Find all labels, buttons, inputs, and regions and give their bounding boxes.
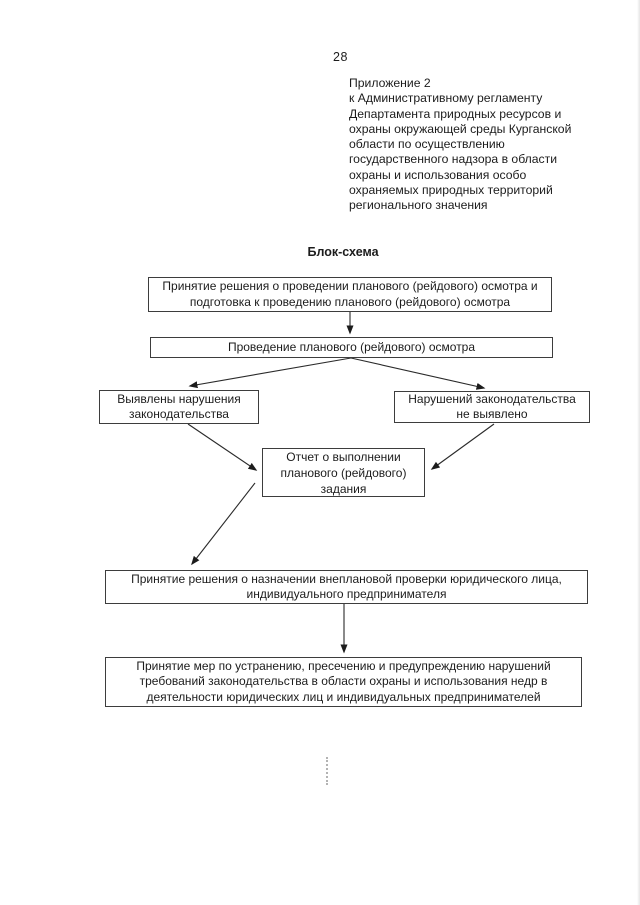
flow-box-unscheduled-check: Принятие решения о назначении внепланово… [105, 570, 588, 604]
appendix-line: охраны окружающей среды Курганской [349, 121, 572, 136]
appendix-line: охраны и использования особо [349, 167, 527, 182]
flow-box-conduct-inspection: Проведение планового (рейдового) осмотра [150, 337, 553, 358]
appendix-line: Департамента природных ресурсов и [349, 106, 562, 121]
flow-box-label: Проведение планового (рейдового) осмотра [227, 339, 476, 354]
appendix-line: охраняемых природных территорий [349, 183, 553, 198]
arrow-noviolations-to-report [430, 423, 495, 470]
flow-box-report: Отчет о выполнении планового (рейдового)… [262, 448, 425, 497]
appendix-line: государственного надзора в области [349, 152, 558, 167]
flow-box-label: Нарушений законодательства не выявлено [408, 391, 576, 422]
flow-box-no-violations: Нарушений законодательства не выявлено [394, 391, 590, 423]
flow-box-label: Принятие решения о назначении внепланово… [131, 571, 562, 602]
appendix-line: области по осуществлению [349, 137, 505, 152]
arrow-report-to-unscheduled [191, 482, 256, 566]
flowchart-title: Блок-схема [307, 245, 379, 259]
page-number: 28 [333, 50, 348, 64]
flow-box-label: Выявлены нарушения законодательства [117, 391, 241, 422]
flow-box-label: Отчет о выполнении планового (рейдового)… [280, 449, 407, 496]
scan-noise-dotted-line [326, 757, 328, 785]
appendix-heading: Приложение 2 к Административному регламе… [349, 76, 599, 214]
appendix-line: регионального значения [349, 198, 488, 213]
arrow-conduct-to-noviolations [350, 357, 486, 390]
appendix-line: к Административному регламенту [349, 91, 543, 106]
flow-box-violations-found: Выявлены нарушения законодательства [99, 390, 259, 424]
arrow-violations-to-report [187, 423, 258, 471]
flow-box-label: Принятие мер по устранению, пресечению и… [136, 658, 551, 704]
appendix-line: Приложение 2 [349, 76, 431, 90]
arrow-conduct-to-violations [188, 357, 352, 389]
flow-box-label: Принятие решения о проведении планового … [162, 279, 538, 309]
flow-box-take-measures: Принятие мер по устранению, пресечению и… [105, 657, 582, 707]
flow-box-decide-inspection: Принятие решения о проведении планового … [148, 277, 552, 312]
